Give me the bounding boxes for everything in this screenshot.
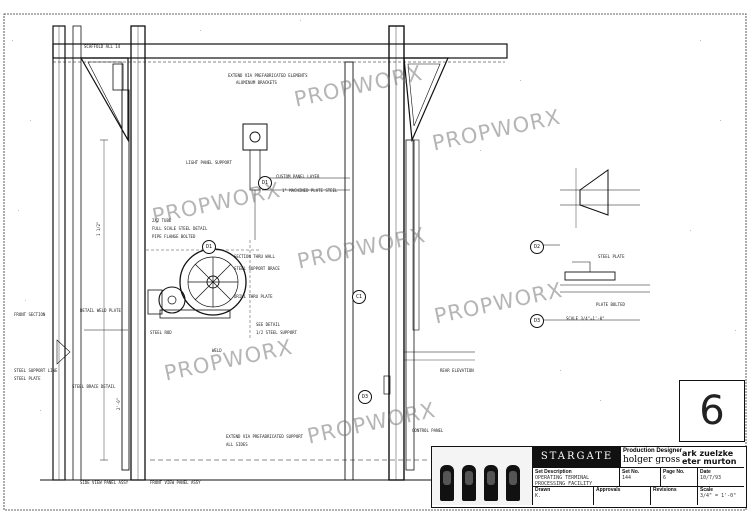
- note-n18: FRONT SECTION: [14, 312, 46, 317]
- page-no-cell: Page No. 6: [661, 467, 698, 487]
- note-n32: 2'-0": [116, 397, 121, 410]
- note-n24: ALL SIDES: [226, 442, 248, 447]
- note-n4: LIGHT PANEL SUPPORT: [186, 160, 232, 165]
- note-n29: FRONT VIEW PANEL ASSY: [150, 480, 201, 485]
- figure-icon: [484, 465, 498, 501]
- credit-line-1: ark zuelzke: [682, 449, 734, 458]
- note-n6: 1" MACHINED PLATE STEEL: [282, 188, 338, 193]
- date-value: 10/7/93: [700, 475, 722, 481]
- detail-callout-3: D2: [530, 240, 544, 254]
- note-n23: EXTEND VIA PREFABRICATED SUPPORT: [226, 434, 304, 439]
- sheet-border: [3, 13, 747, 511]
- credit-line-2: eter murton: [682, 457, 737, 466]
- page-no-value: 6: [663, 475, 667, 481]
- page-no-label: Page No.: [663, 469, 685, 475]
- set-description-label: Set Description: [535, 469, 572, 475]
- approvals-label: Approvals: [596, 487, 621, 493]
- note-n12: DRILL THRU PLATE: [234, 294, 273, 299]
- production-designer-label: Production Designer: [623, 448, 683, 454]
- set-no-label: Set No.: [622, 469, 640, 475]
- note-n2: ALUMINUM BRACKETS: [236, 80, 277, 85]
- figure-icon: [440, 465, 454, 501]
- scale-label: Scale: [700, 487, 714, 493]
- detail-callout-5: C1: [352, 290, 366, 304]
- title-block-brand: STARGATE: [533, 447, 621, 467]
- detail-callout-1: D1: [258, 176, 272, 190]
- note-n3: SCAFFOLD ALL 14: [84, 44, 121, 49]
- figure-icon: [462, 465, 476, 501]
- revisions-label: Revisions: [653, 487, 677, 493]
- note-n15: STEEL ROD: [150, 330, 172, 335]
- note-n7: 2X2 TUBE: [152, 218, 172, 223]
- note-n19: STEEL SUPPORT LINE: [14, 368, 58, 373]
- drawn-cell: Drawn K.: [533, 486, 594, 505]
- set-description-cell: Set Description OPERATING TERMINAL PROCE…: [533, 467, 620, 487]
- note-n26: PLATE BOLTED: [596, 302, 625, 307]
- detail-callout-2: D1: [202, 240, 216, 254]
- drawn-value: K.: [535, 493, 542, 499]
- note-n9: PIPE FLANGE BOLTED: [152, 234, 196, 239]
- scale-cell: Scale 3/4" = 1'-0": [698, 486, 744, 505]
- note-n16: WELD: [212, 348, 222, 353]
- note-n31: 1 1/2": [96, 221, 101, 236]
- note-n14: 1/2 STEEL SUPPORT: [256, 330, 297, 335]
- note-n13: SEE DETAIL: [256, 322, 281, 327]
- note-n5: CUSTOM PANEL LAYER: [276, 174, 320, 179]
- revisions-cell: Revisions: [651, 486, 698, 505]
- note-n11: STEEL SUPPORT BRACE: [234, 266, 280, 271]
- title-block: STARGATE Production Designer holger gros…: [431, 446, 747, 508]
- page-number-box: 6: [679, 380, 745, 442]
- approvals-cell: Approvals: [594, 486, 651, 505]
- detail-callout-6: D3: [358, 390, 372, 404]
- note-n8: FULL SCALE STEEL DETAIL: [152, 226, 208, 231]
- note-n27: SCALE 3/4"=1'-0": [566, 316, 605, 321]
- page-number: 6: [699, 388, 725, 434]
- scale-value: 3/4" = 1'-0": [700, 493, 737, 499]
- set-no-value: 144: [622, 475, 632, 481]
- date-label: Date: [700, 469, 711, 475]
- figure-icon: [506, 465, 520, 501]
- note-n10: SECTION THRU WALL: [234, 254, 275, 259]
- linework: [40, 25, 650, 481]
- note-n22: REAR ELEVATION: [440, 368, 474, 373]
- set-description-value: OPERATING TERMINAL PROCESSING FACILITY: [535, 475, 593, 487]
- production-designer-name: holger gross: [623, 455, 681, 465]
- note-n25: STEEL PLATE: [598, 254, 625, 259]
- title-block-logo-art: [432, 447, 533, 505]
- note-n21: DETAIL WELD PLATE: [80, 308, 121, 313]
- note-n28: SIDE VIEW PANEL ASSY: [80, 480, 129, 485]
- drawn-label: Drawn: [535, 487, 551, 493]
- note-n20: STEEL PLATE: [14, 376, 41, 381]
- note-n17: STEEL BRACE DETAIL: [72, 384, 116, 389]
- detail-callout-4: D3: [530, 314, 544, 328]
- set-no-cell: Set No. 144: [620, 467, 661, 487]
- note-n1: EXTEND VIA PREFABRICATED ELEMENTS: [228, 73, 308, 78]
- date-cell: Date 10/7/93: [698, 467, 744, 487]
- note-n30: CONTROL PANEL: [412, 428, 444, 433]
